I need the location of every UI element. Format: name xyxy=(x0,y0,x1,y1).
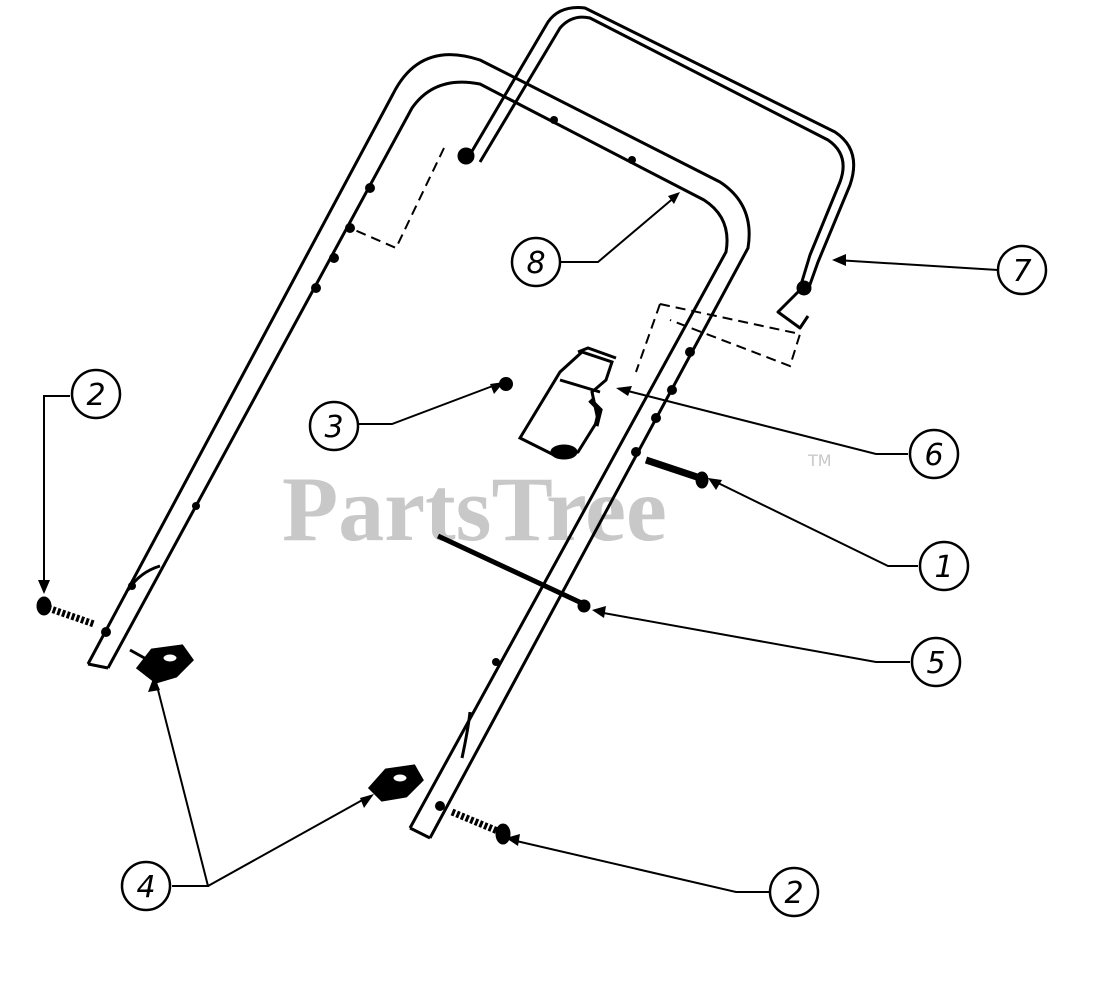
knob-part-4-right xyxy=(367,764,424,802)
bolt-part-2-left xyxy=(36,596,96,628)
leader-8 xyxy=(560,195,677,263)
callout-1-label: 1 xyxy=(934,550,953,585)
callout-6: 6 xyxy=(908,428,960,480)
callout-2-bottom-label: 2 xyxy=(784,876,803,911)
callout-5-label: 5 xyxy=(926,646,945,681)
control-bracket-part-6 xyxy=(517,346,617,460)
leader-7 xyxy=(835,259,999,271)
callout-3-label: 3 xyxy=(324,410,343,445)
callout-6-label: 6 xyxy=(924,438,943,473)
callout-2-top-label: 2 xyxy=(86,378,105,413)
rod-part-5 xyxy=(436,533,591,613)
lower-handle-right-end xyxy=(409,826,431,840)
leader-2-top xyxy=(43,395,70,588)
upper-handle-pivot-left xyxy=(457,147,475,165)
bolt-part-1 xyxy=(644,456,709,489)
watermark-tm: TM xyxy=(807,451,832,470)
upper-handle xyxy=(457,6,856,330)
watermark-text: PartsTree xyxy=(282,458,667,560)
upper-handle-pivot-right xyxy=(796,280,812,296)
leader-5 xyxy=(597,611,910,663)
callout-4-label: 4 xyxy=(136,870,155,905)
arrow-heads xyxy=(38,192,846,846)
handle-holes xyxy=(101,116,695,811)
lower-handle-inner xyxy=(106,80,729,829)
leader-4 xyxy=(155,681,367,887)
lower-handle-left-end xyxy=(87,662,109,670)
leader-3 xyxy=(358,383,499,425)
callout-3: 3 xyxy=(308,400,360,452)
leader-lines xyxy=(43,195,999,893)
callout-7: 7 xyxy=(996,244,1048,296)
upper-handle-outer xyxy=(466,6,856,291)
callout-5: 5 xyxy=(910,636,962,688)
leader-1 xyxy=(715,481,918,567)
upper-handle-hook xyxy=(776,288,810,330)
callout-4: 4 xyxy=(120,860,172,912)
lower-handle xyxy=(86,53,751,840)
leader-6 xyxy=(623,389,908,455)
callout-1: 1 xyxy=(918,540,970,592)
bolt-part-2-right xyxy=(450,808,511,845)
assembly-lines xyxy=(349,147,802,373)
lower-handle-outer xyxy=(86,53,751,839)
callout-7-label: 7 xyxy=(1012,254,1031,289)
leader-2-bottom xyxy=(511,839,770,893)
upper-handle-inner xyxy=(478,15,845,289)
assembly-line-right xyxy=(635,303,802,373)
callout-8-label: 8 xyxy=(526,246,545,281)
assembly-line-left xyxy=(349,147,445,250)
nut-part-3 xyxy=(499,377,513,391)
callout-8: 8 xyxy=(510,236,562,288)
callouts: 8 7 2 3 6 1 5 4 xyxy=(70,236,1048,918)
callout-2-top: 2 xyxy=(70,368,122,420)
knob-part-4-left xyxy=(129,644,194,684)
lower-handle-bend-right xyxy=(460,711,472,759)
callout-2-bottom: 2 xyxy=(768,866,820,918)
